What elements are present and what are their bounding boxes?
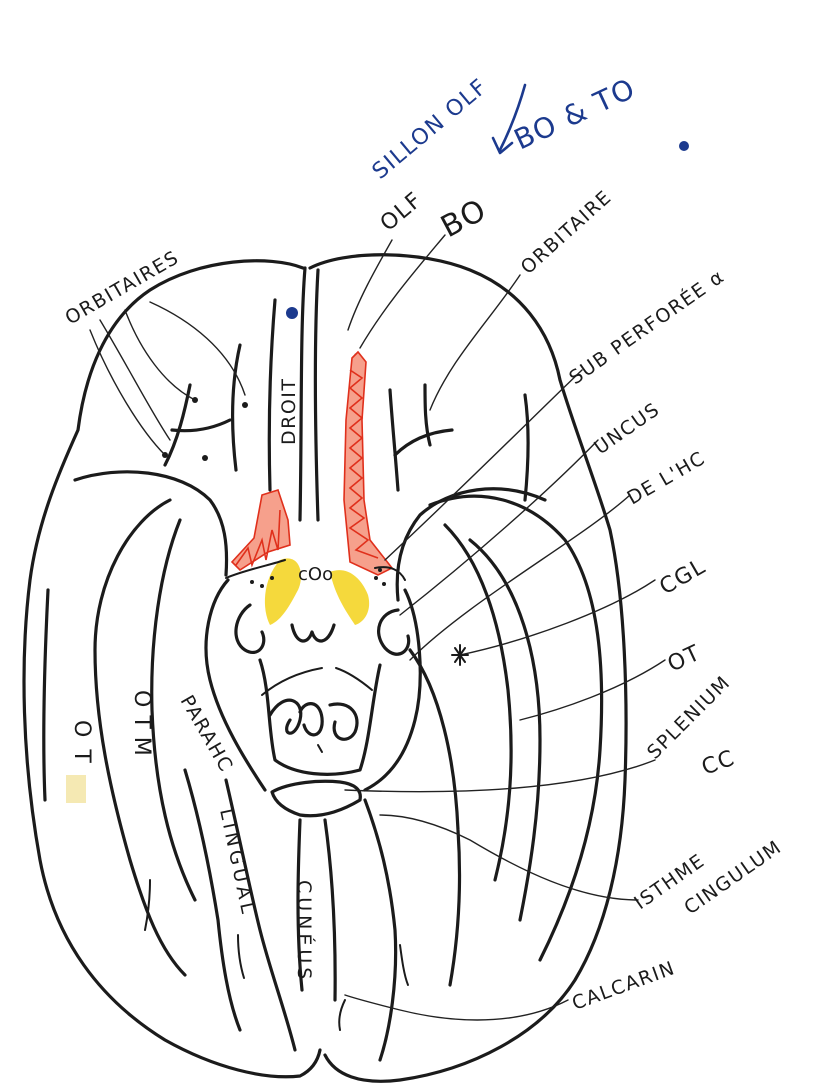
right-medial-contour — [365, 800, 396, 1060]
right-uncus-hook — [379, 610, 409, 654]
leader-cgl — [460, 580, 655, 655]
leader-calcarin — [345, 995, 568, 1020]
right-frontal-edge — [525, 395, 528, 500]
right-uncus-curl — [365, 590, 420, 790]
pons-outline — [260, 660, 380, 774]
label-cingulum: CINGULUM — [680, 836, 786, 919]
cerebral-peduncle-left — [262, 668, 322, 695]
label-paraHC: PARAHC — [176, 692, 238, 777]
right-sulcus-2 — [470, 540, 540, 920]
label-sub-perforee: SUB PERFORÉE α — [565, 265, 729, 390]
olfactory-tract — [232, 352, 392, 575]
left-yellow-highlight — [66, 775, 86, 803]
leader-isthme — [380, 815, 638, 900]
label-uncus: UNCUS — [590, 398, 664, 459]
label-cc: CC — [699, 746, 739, 781]
aqueduct-tick — [318, 745, 322, 752]
cerebral-peduncle-right — [336, 668, 372, 690]
aqueduct-loop-left — [270, 700, 301, 733]
label-cgl: CGL — [656, 554, 711, 600]
leader-orbitaires-4 — [100, 320, 170, 440]
blue-dot-orbitaire — [679, 141, 689, 151]
leader-sub-perforee — [385, 370, 582, 560]
label-ot-left: OT — [69, 720, 94, 775]
right-calcarine — [325, 820, 335, 1000]
midbrain-region — [206, 580, 420, 816]
left-orbital-sulcus-2 — [165, 385, 190, 465]
right-perforated-yellow — [330, 570, 369, 625]
splenium-shape — [272, 781, 360, 815]
label-de-lhc: DE L'HC — [624, 447, 710, 509]
aqueduct-loop-right — [330, 704, 357, 739]
aqueduct-loop-mid — [300, 704, 322, 735]
leader-splenium — [345, 760, 655, 792]
frontal-lobes — [75, 300, 545, 600]
right-orbital-sulcus-h — [395, 430, 452, 455]
label-sillon-olf: SILLON OLF — [368, 74, 493, 185]
label-olf: OLF — [376, 187, 428, 236]
mammillary-w — [292, 625, 334, 641]
label-cuneus: CUNÉUS — [293, 880, 316, 983]
label-otm: OTM — [129, 690, 154, 764]
left-uncus-hook — [236, 605, 264, 652]
label-ot-right: OT — [664, 641, 705, 678]
mamillary-bodies-mark: cOo — [298, 564, 333, 585]
leader-orbitaire — [430, 275, 520, 410]
label-calcarin: CALCARIN — [569, 957, 678, 1015]
frontal-fissure — [300, 268, 305, 520]
right-frontal-lower-curve — [397, 489, 545, 600]
olfactory-tract-red-hatch — [344, 352, 392, 575]
right-orbital-sulcus-2 — [390, 390, 398, 490]
right-small-sulcus-2 — [339, 1000, 345, 1030]
left-sulcus-ot — [44, 590, 48, 800]
left-frontal-lower-curve — [75, 472, 227, 575]
olfactory-gyrus-right-edge — [315, 270, 318, 520]
label-bo-to: BO & TO — [509, 71, 641, 156]
cgl-star-mark — [452, 645, 468, 665]
label-droit: DROIT — [278, 378, 300, 446]
left-small-sulcus-2 — [238, 935, 244, 978]
anterior-perforated-substance: cOo — [226, 558, 405, 625]
label-lingual: LINGUAL — [215, 806, 260, 919]
leader-orbitaires-3 — [150, 302, 245, 395]
labels: SILLON OLF BO & TO ORBITAIRES OLF BO ORB… — [62, 71, 786, 1014]
leader-ot — [520, 660, 665, 720]
left-frontal-inner-contour — [269, 300, 275, 490]
leader-bo — [360, 235, 445, 348]
left-orbital-sulcus-1 — [233, 345, 240, 470]
leader-orbitaires-2 — [125, 310, 195, 400]
label-orbitaire: ORBITAIRE — [517, 186, 617, 279]
left-perforated-yellow — [265, 558, 301, 625]
right-small-sulcus — [400, 945, 408, 985]
blue-dot-droit — [286, 307, 298, 319]
